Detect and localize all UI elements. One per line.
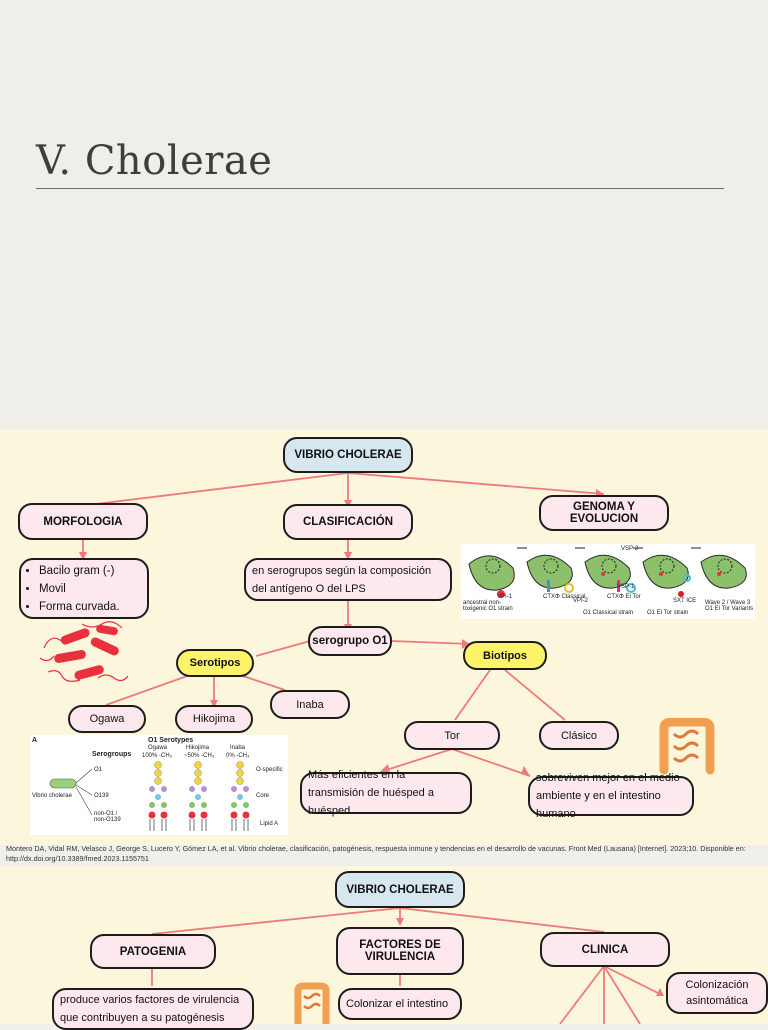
colonizacion-node: Colonización asintomática [666, 972, 768, 1014]
genome-label: Wave 2 / Wave 3 O1 El Tor Variants [705, 600, 754, 612]
connector-lines-2 [151, 907, 664, 1024]
morfologia-list: Bacilo gram (-) Movil Forma curvada. [19, 558, 149, 619]
root-node: VIBRIO CHOLERAE [283, 437, 413, 473]
genome-evolution-figure: ancestral non-toxigenic O1 strain VPI-1 … [461, 544, 755, 619]
serogroup-label: O1 [94, 767, 103, 773]
organism-label: Vibrio cholerae [32, 793, 72, 799]
genome-label: SXT ICE [673, 598, 697, 604]
serotype-graphic [49, 761, 250, 831]
inaba-node: Inaba [270, 690, 350, 719]
concept-map-1: VIBRIO CHOLERAE MORFOLOGIA CLASIFICACIÓN… [0, 430, 768, 845]
serogroups-heading: Serogroups [92, 751, 132, 758]
serotype-percent: 100% -CH₃ [142, 753, 173, 759]
clinica-node: CLINICA [540, 932, 670, 967]
clasificacion-text: en serogrupos según la composición del a… [244, 558, 452, 601]
serotype-percent: 0% -CH₃ [226, 753, 250, 759]
morfologia-item: Bacilo gram (-) [39, 562, 120, 580]
morfologia-item: Movil [39, 580, 120, 598]
serotype-name: Hikojima [186, 745, 210, 751]
patogenia-text: produce varios factores de virulencia qu… [52, 988, 254, 1030]
genome-label: VSP-1 [617, 584, 635, 590]
genome-label: O1 El Tor strain [647, 610, 689, 616]
genome-label: O1 Classical strain [583, 610, 634, 616]
root-node-2: VIBRIO CHOLERAE [335, 871, 465, 908]
title-divider [36, 188, 724, 189]
genome-label: VPI-2 [573, 598, 589, 604]
serotype-name: Ogawa [148, 745, 168, 751]
serotype-name: Inaba [230, 745, 246, 751]
lps-region-label: Lipid A [260, 821, 279, 827]
serotype-percent: ~50% -CH₃ [184, 753, 215, 759]
concept-map-2: VIBRIO CHOLERAE PATOGENIA FACTORES DE VI… [0, 866, 768, 1030]
clasico-text: sobreviven mejor en el medio ambiente y … [528, 772, 694, 820]
reference-citation: Montero DA, Vidal RM, Velasco J, George … [6, 844, 746, 863]
figure-panel-label: A [32, 737, 38, 744]
connector-lines [79, 472, 605, 777]
lps-region-label: Core [256, 793, 270, 799]
bacteria-illustration [39, 621, 129, 682]
ogawa-node: Ogawa [68, 705, 146, 733]
intestine-illustration [659, 718, 715, 775]
tor-text: Más eficientes en la transmisión de hués… [300, 769, 472, 817]
serotypes-heading: O1 Serotypes [148, 737, 194, 744]
serogroup-label: non-O1 / non-O139 [94, 811, 121, 823]
title-slide: V. Cholerae [0, 0, 768, 430]
genome-label: ancestral non-toxigenic O1 strain [463, 600, 513, 612]
intestine-illustration-2 [294, 982, 330, 1024]
patogenia-node: PATOGENIA [90, 934, 216, 969]
morfologia-node: MORFOLOGIA [18, 503, 148, 540]
lps-region-label: O-specific [256, 767, 283, 773]
genome-label: CTXΦ Classical [543, 594, 586, 600]
serogroup-label: O139 [94, 793, 109, 799]
clasificacion-node: CLASIFICACIÓN [283, 504, 413, 540]
genome-label: VPI-1 [497, 594, 513, 600]
morfologia-item: Forma curvada. [39, 598, 120, 616]
serogrupo-node: serogrupo O1 [308, 626, 392, 656]
genome-label: VSP-2 [621, 546, 639, 552]
genome-label: CTXΦ El Tor [607, 594, 641, 600]
clasico-node: Clásico [539, 721, 619, 750]
genome-evolution-graphic [468, 547, 747, 598]
biotipos-node: Biotipos [463, 641, 547, 670]
serotipos-node: Serotipos [176, 649, 254, 677]
slide-title: V. Cholerae [36, 138, 273, 184]
factores-text: Colonizar el intestino [338, 988, 462, 1020]
serotype-figure: A Serogroups O1 Serotypes Ogawa Hikojima… [30, 735, 288, 835]
genoma-node: GENOMA Y EVOLUCION [539, 495, 669, 531]
factores-node: FACTORES DE VIRULENCIA [336, 927, 464, 975]
hikojima-node: Hikojima [175, 705, 253, 733]
tor-node: Tor [404, 721, 500, 750]
